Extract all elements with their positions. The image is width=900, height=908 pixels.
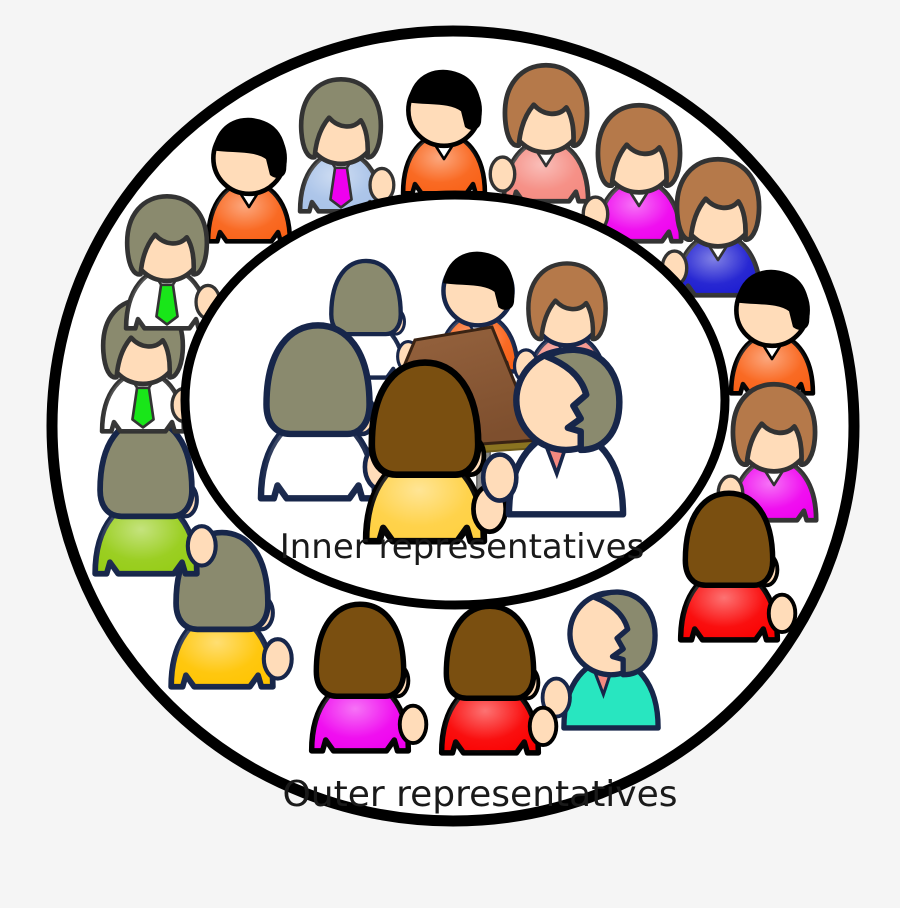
inner-representative [362,359,509,545]
figure-hair [313,601,407,700]
figure-hair [213,117,287,178]
figure-hand [480,452,519,503]
outer-representative [400,69,488,196]
figure-body-shine [731,333,813,394]
figure-hair [443,251,515,310]
figure-hand [766,592,798,635]
inner-representative [257,322,399,502]
figure-hair [682,490,776,589]
figure-hand [261,637,294,681]
figure-hair [443,603,537,702]
outer-representative [297,77,396,214]
inner-representative [480,346,627,518]
figure-hand [185,524,218,568]
figure-body-shine [403,133,485,194]
figure-hair [526,261,608,342]
figure-hand [488,155,517,193]
outer-representative [438,603,559,756]
outer-representative [728,269,816,396]
outer-representative [488,62,591,204]
outer-representatives-group [92,62,819,756]
outer-representative [168,529,294,690]
figure-body-shine [503,140,589,202]
figure-tie [155,283,179,326]
outer-representative [308,601,429,754]
inner-label: Inner representatives [280,527,645,567]
figure-body-shine [675,234,761,296]
figure-tie [329,166,353,209]
figure-hair [97,416,195,520]
figure-hair [124,194,210,277]
inner-representatives-group [257,251,627,545]
figure-hair [595,102,683,188]
figure-hair [329,258,403,337]
outer-representative [540,589,661,731]
figure-hair [298,77,384,160]
figure-hair [736,269,810,330]
figure-hand [397,703,429,746]
outer-representative [92,416,218,577]
inner-front-row [257,322,627,545]
outer-representative [123,194,222,331]
figure-tie [131,386,155,429]
figure-hair [591,589,658,678]
outer-representative [716,381,819,523]
figure-hair [502,62,590,148]
outer-representative [205,117,293,244]
figure-hair [674,156,762,242]
figure-hair [368,359,482,479]
figure-body-shine [596,180,682,242]
figure-hair [542,346,623,454]
figure-hand [527,705,559,748]
outer-representative [677,490,798,643]
outer-representative [581,102,684,244]
figure-hair [730,381,818,467]
figure-hair [408,69,482,130]
outer-label: Outer representatives [282,774,677,815]
figure-hair [263,322,373,438]
figure-body-shine [208,181,290,242]
